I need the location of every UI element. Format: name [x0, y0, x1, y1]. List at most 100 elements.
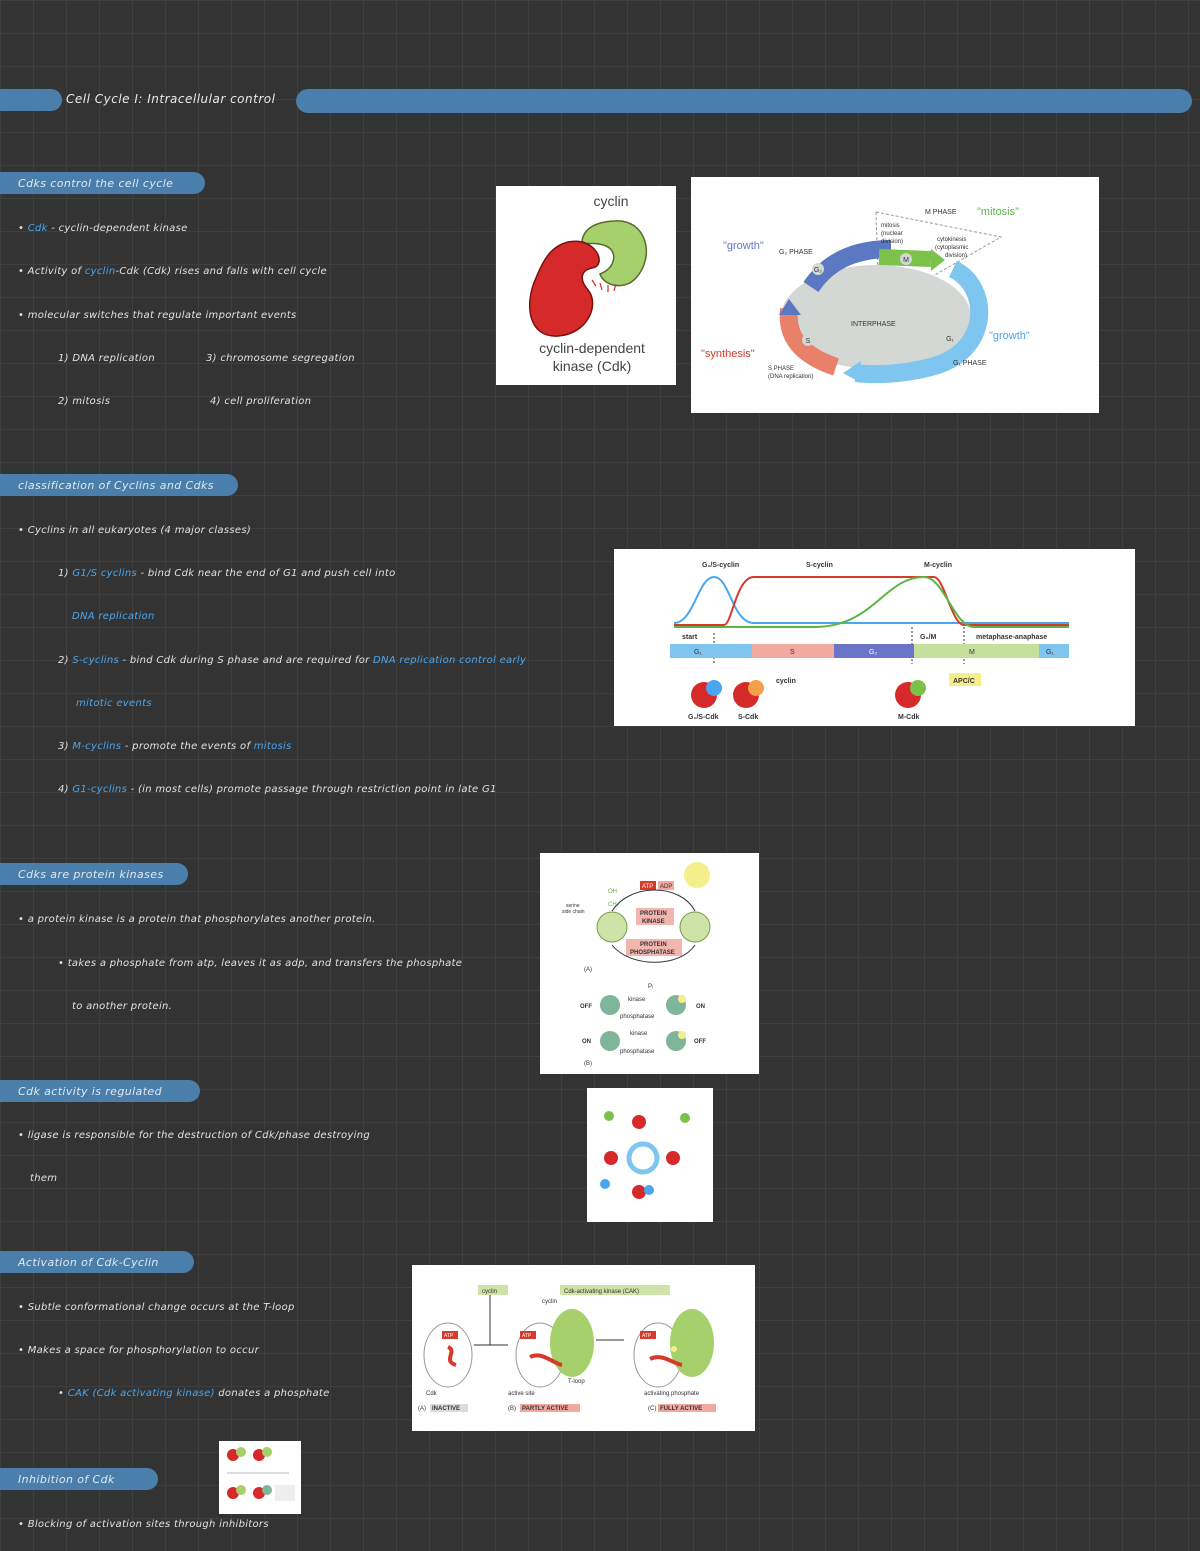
g1-arrow — [854, 260, 989, 384]
cyclin-b — [550, 1309, 594, 1377]
m-phase-label: M PHASE — [925, 209, 957, 216]
note-text: a protein kinase is a protein that phosp… — [27, 914, 376, 925]
note-text: -Cdk (Cdk) rises and falls with cell cyc… — [115, 266, 327, 277]
label-m — [900, 253, 912, 265]
section-title: Inhibition of Cdk — [18, 1473, 115, 1486]
figure-cyclin-cdk: cyclin cyclin-dependent kinase (Cdk) — [496, 186, 676, 385]
active-site-label: active site — [508, 1391, 535, 1397]
cdk-right — [666, 1151, 680, 1165]
thumb-cyclin-3 — [236, 1485, 246, 1495]
cytokinesis-line1: cytokinesis — [937, 237, 966, 243]
label-s-text: S — [806, 338, 811, 345]
note-prefix: • — [58, 958, 68, 969]
s-phase-label: S PHASE — [768, 366, 794, 372]
panel-b-label: (B) — [508, 1406, 516, 1412]
kinase-label-1: kinase — [628, 997, 646, 1003]
phosphatase-box-line1: PROTEIN — [640, 942, 667, 948]
note-line: 3) M-cyclins - promote the events of mit… — [58, 741, 292, 752]
cytokinesis-line2: (cytoplasmic — [935, 245, 968, 251]
atp-c — [640, 1331, 656, 1339]
note-line: • Cyclins in all eukaryotes (4 major cla… — [18, 525, 251, 536]
m-cyclin-curve — [674, 575, 1069, 628]
figure-cdk-regulation — [587, 1088, 713, 1222]
thumb-caption — [275, 1485, 295, 1501]
cyclin-bottom — [644, 1185, 654, 1195]
note-text: - cyclin-dependent kinase — [47, 223, 188, 234]
cyclin-topleft — [604, 1111, 614, 1121]
note-line: 2) S-cyclins - bind Cdk during S phase a… — [58, 655, 526, 666]
protein-right — [679, 911, 711, 943]
note-line: mitotic events — [76, 698, 152, 709]
cdk-a — [423, 1322, 473, 1388]
panel-b: (B) — [584, 1061, 592, 1067]
note-line: 1) DNA replication — [58, 353, 155, 364]
section-title: Cdks are protein kinases — [18, 868, 164, 881]
apcc-box — [949, 673, 981, 686]
meta-label: metaphase-anaphase — [976, 634, 1047, 641]
activating-phosphate-dot — [671, 1346, 677, 1352]
note-line: • ligase is responsible for the destruct… — [18, 1130, 370, 1141]
kinase-box — [636, 908, 674, 925]
atp-a — [442, 1331, 458, 1339]
note-line: • Blocking of activation sites through i… — [18, 1519, 269, 1530]
cyclin-box-label: cyclin — [482, 1289, 497, 1295]
label-g1 — [944, 332, 956, 344]
cdk-bottom — [632, 1185, 646, 1199]
kinase-box-line2: KINASE — [642, 919, 665, 925]
ch2-label: CH₂ — [608, 902, 620, 908]
section-pill — [0, 1468, 158, 1490]
note-highlight: Cdk — [27, 223, 48, 234]
cyclin-tag: cyclin — [776, 678, 796, 685]
note-prefix: • — [18, 1345, 28, 1356]
g2m-label: G₂/M — [920, 634, 937, 641]
inactive-label: INACTIVE — [432, 1406, 460, 1412]
note-prefix: • Activity of — [18, 266, 85, 277]
phosphatase-label-2: phosphatase — [620, 1049, 655, 1055]
start-label: start — [682, 634, 698, 641]
mitosis-quote: "mitosis" — [977, 206, 1019, 218]
mitosis-line3: division) — [881, 239, 903, 245]
title-bar — [296, 89, 1192, 113]
growth-left: "growth" — [723, 240, 764, 252]
cytokinesis-line3: division) — [945, 253, 967, 259]
note-line: 4) G1-cyclins - (in most cells) promote … — [58, 784, 497, 795]
tloop-label: T-loop — [568, 1379, 585, 1385]
interphase-label: INTERPHASE — [851, 321, 896, 328]
adp-label: ADP — [660, 884, 672, 890]
inactive-box — [430, 1404, 468, 1412]
note-line: 2) mitosis — [58, 396, 111, 407]
serine-label-line2: side chain — [562, 909, 585, 915]
note-line: • takes a phosphate from atp, leaves it … — [58, 958, 462, 969]
note-highlight: DNA replication control early — [373, 655, 527, 666]
note-line: • molecular switches that regulate impor… — [18, 310, 297, 321]
g2-phase-label: G₂ PHASE — [779, 249, 813, 256]
section-title: Activation of Cdk-Cyclin — [18, 1256, 159, 1269]
cdk-shape — [529, 240, 600, 337]
note-text: donates a phosphate — [214, 1388, 330, 1399]
tloop-c — [649, 1355, 683, 1367]
phosphatase-label-1: phosphatase — [620, 1014, 655, 1020]
section-title: Cdk activity is regulated — [18, 1085, 162, 1098]
band-g1 — [670, 644, 752, 658]
note-text: Blocking of activation sites through inh… — [27, 1519, 269, 1530]
cyclin-bottomleft — [600, 1179, 610, 1189]
note-line: • a protein kinase is a protein that pho… — [18, 914, 376, 925]
s-cyclin-label: S-cyclin — [806, 562, 833, 569]
phosphatase-box-line2: PHOSPHATASE — [630, 950, 675, 956]
note-text: - bind Cdk during S phase and are requir… — [119, 655, 374, 666]
section-pill — [0, 863, 188, 885]
protein-on-2 — [600, 1031, 620, 1051]
cdk-label: Cdk — [426, 1391, 438, 1397]
phosphatase-arrow — [611, 944, 696, 963]
note-text: takes a phosphate from atp, leaves it as… — [67, 958, 463, 969]
note-line: 1) G1/S cyclins - bind Cdk near the end … — [58, 568, 396, 579]
note-text: Subtle conformational change occurs at t… — [27, 1302, 295, 1313]
note-line: 3) chromosome segregation — [206, 353, 355, 364]
phosphatase-box — [626, 939, 682, 956]
note-text: Cyclins in all eukaryotes (4 major class… — [27, 525, 252, 536]
note-line: • Subtle conformational change occurs at… — [18, 1302, 295, 1313]
g2-arrow-head — [779, 299, 801, 315]
partly-label: PARTLY ACTIVE — [522, 1406, 568, 1412]
note-line: • Cdk - cyclin-dependent kinase — [18, 223, 188, 234]
synthesis-label: "synthesis" — [701, 348, 755, 360]
